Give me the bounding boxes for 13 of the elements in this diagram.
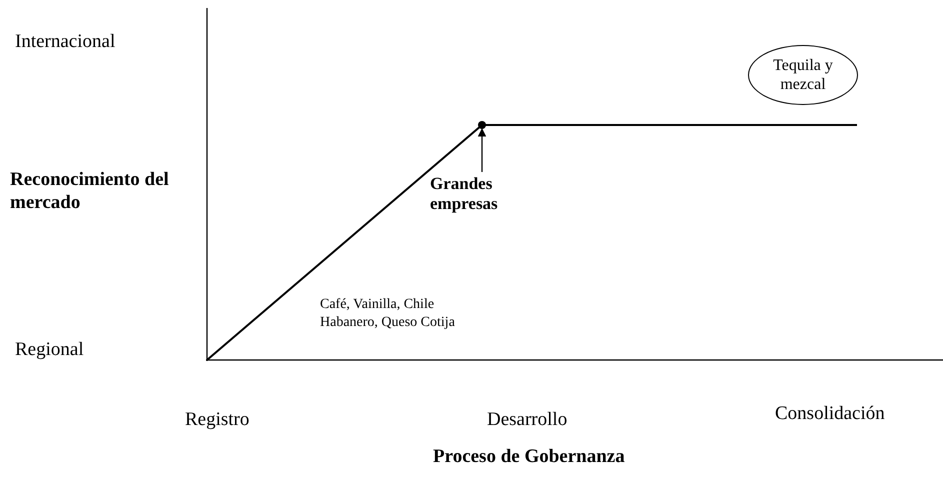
point-dot <box>478 121 486 129</box>
axis-tick-label: Consolidación <box>775 402 886 425</box>
product-list: Café, Vainilla, Chile Habanero, Queso Cotija <box>320 296 460 332</box>
axis-tick-label: Desarrollo <box>487 408 568 431</box>
axis-title: Proceso de Gobernanza <box>433 445 626 468</box>
axis-tick-label: Registro <box>185 408 250 431</box>
axis-title: Reconocimiento del mercado <box>10 168 170 214</box>
product-ellipse <box>748 45 858 105</box>
arrow <box>478 128 486 172</box>
node-label: Tequila y mezcal <box>772 56 834 94</box>
axis-tick-label: Regional <box>15 338 85 361</box>
annotation-text: Grandes empresas <box>430 174 499 215</box>
axis-tick-label: Internacional <box>15 30 116 53</box>
